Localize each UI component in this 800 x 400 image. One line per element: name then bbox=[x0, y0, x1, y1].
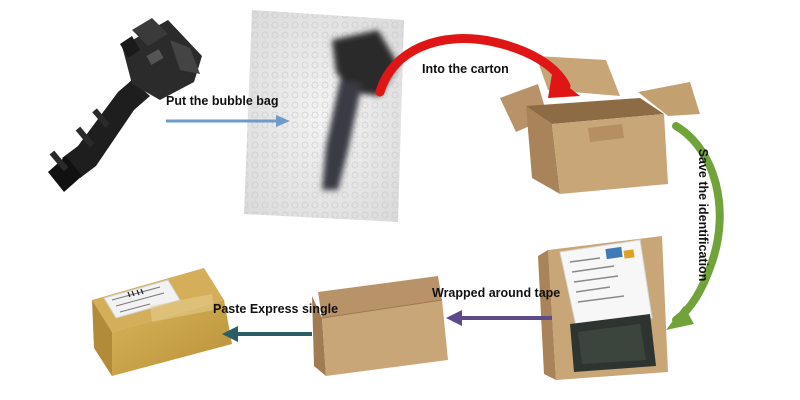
label-into-carton: Into the carton bbox=[422, 62, 509, 76]
arrow-wrapped-tape bbox=[446, 310, 552, 326]
taped-parcel-with-label-icon bbox=[92, 268, 232, 376]
arrow-into-carton bbox=[375, 34, 580, 98]
open-carton-icon bbox=[500, 56, 700, 194]
arrow-paste-express bbox=[222, 326, 312, 342]
carton-with-document-icon bbox=[538, 236, 668, 380]
label-wrapped-around-tape: Wrapped around tape bbox=[432, 286, 561, 300]
bubble-bag-icon bbox=[244, 10, 404, 222]
ignition-coil-icon bbox=[48, 18, 202, 192]
label-paste-express-single: Paste Express single bbox=[213, 302, 339, 316]
arrow-bubble-bag bbox=[166, 115, 290, 127]
label-save-identification: Save the identification bbox=[696, 148, 710, 282]
label-put-bubble-bag: Put the bubble bag bbox=[166, 94, 279, 108]
arrow-save-identification bbox=[666, 122, 724, 330]
closed-carton-icon bbox=[312, 276, 448, 376]
